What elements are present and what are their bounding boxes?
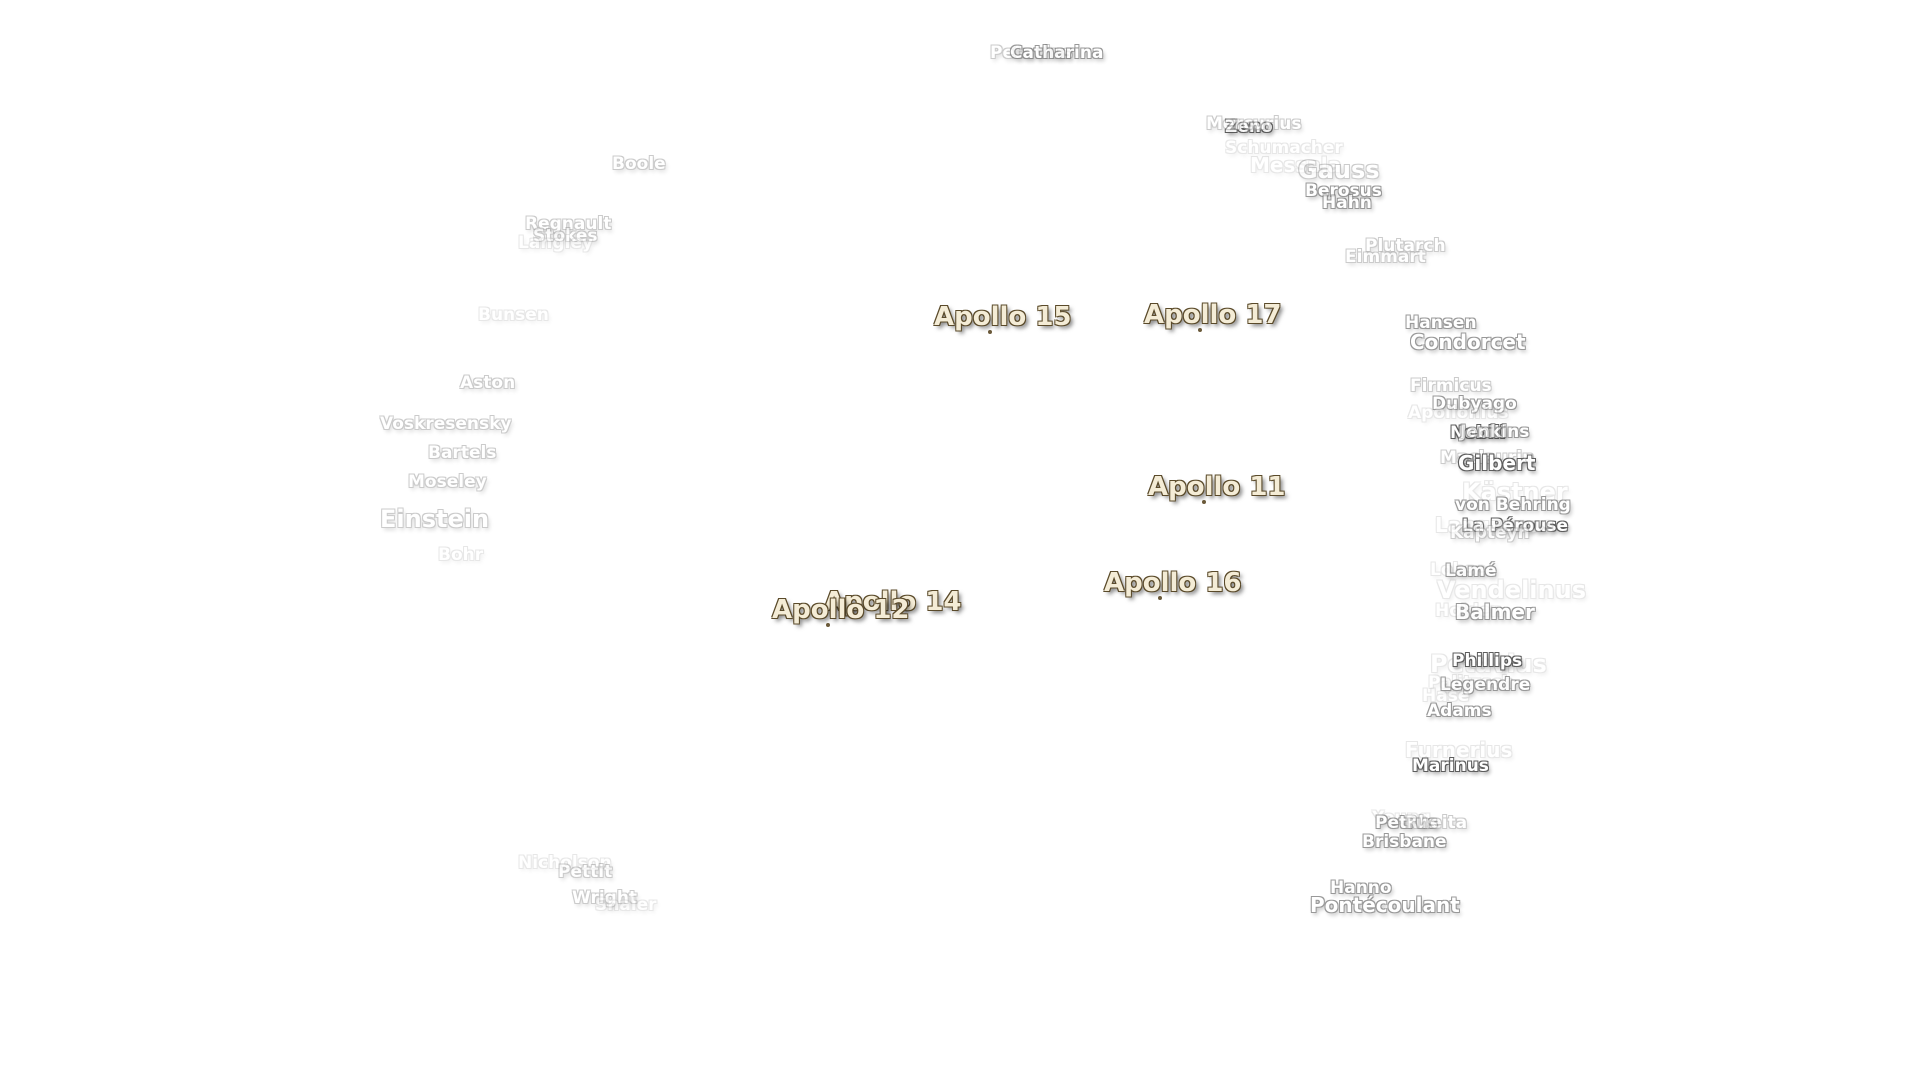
crater-label: Voskresensky xyxy=(380,414,512,434)
landing-site-marker xyxy=(1202,500,1206,504)
crater-label: Maclaurin xyxy=(1440,448,1535,468)
crater-label: Petrus xyxy=(1375,813,1438,833)
crater-label: La Pérouse xyxy=(1462,516,1569,536)
crater-label: Legendre xyxy=(1440,675,1531,695)
landing-site-label: Apollo 16 xyxy=(1104,568,1242,598)
crater-label: Firmicus xyxy=(1410,376,1492,396)
crater-label: Pettit xyxy=(558,862,613,882)
crater-label: Jenkins xyxy=(1460,422,1530,442)
crater-label: Hansen xyxy=(1405,313,1477,333)
crater-label: Regnault xyxy=(525,214,612,234)
crater-label: Bunsen xyxy=(478,305,549,325)
crater-label: Marinus xyxy=(1412,756,1489,776)
crater-label: Moseley xyxy=(408,472,487,492)
crater-label: Shaler xyxy=(595,895,657,915)
crater-label: Bartels xyxy=(428,443,497,463)
crater-label: Brisbane xyxy=(1362,832,1447,852)
landing-site-label: Apollo 17 xyxy=(1144,300,1282,330)
crater-label: Eimmart xyxy=(1345,247,1426,267)
landing-site-marker xyxy=(988,330,992,334)
crater-label: Holden xyxy=(1435,601,1503,621)
landing-site-label: Apollo 14 xyxy=(824,587,962,617)
landing-site-label: Apollo 15 xyxy=(934,302,1072,332)
crater-label: Mercurius xyxy=(1206,114,1302,134)
crater-label: Zeno xyxy=(1225,117,1273,137)
crater-label: Hase xyxy=(1422,686,1470,706)
crater-label: Gilbert xyxy=(1458,451,1536,475)
crater-label: Langley xyxy=(518,233,594,253)
landing-site-marker xyxy=(878,615,882,619)
crater-label: Vendelinus xyxy=(1437,576,1586,604)
crater-label: Lohse xyxy=(1430,560,1487,580)
crater-label: Kapteyn xyxy=(1450,523,1530,543)
crater-label: Apollonius xyxy=(1408,403,1509,423)
crater-label: Pontécoulant xyxy=(1310,893,1460,917)
crater-label: Gauss xyxy=(1298,156,1380,184)
crater-label: Phillips xyxy=(1452,651,1523,671)
crater-label: Langrenus xyxy=(1435,513,1554,537)
crater-label: Kästner xyxy=(1462,478,1568,506)
crater-label: von Behring xyxy=(1455,495,1571,515)
crater-label: Stokes xyxy=(533,226,598,246)
landing-site-marker xyxy=(1198,328,1202,332)
landing-site-marker xyxy=(826,623,830,627)
crater-label: Plutarch xyxy=(1365,236,1446,256)
crater-label: Petavius xyxy=(990,43,1073,63)
crater-label: Hanno xyxy=(1330,878,1392,898)
crater-label: Schumacher xyxy=(1225,138,1343,158)
crater-label: Furnerius xyxy=(1405,738,1513,762)
crater-label: Berosus xyxy=(1305,181,1382,201)
landing-site-label: Apollo 12 xyxy=(772,595,910,625)
crater-label: Einstein xyxy=(380,505,490,533)
crater-label: Lamé xyxy=(1445,561,1497,581)
crater-label: Young xyxy=(1372,808,1431,828)
landing-site-label: Apollo 11 xyxy=(1148,472,1286,502)
crater-label: Balmer xyxy=(1455,600,1535,624)
landing-site-marker xyxy=(1158,596,1162,600)
crater-label: Condorcet xyxy=(1410,330,1526,354)
crater-label: Boole xyxy=(612,154,666,174)
crater-label: Nobili xyxy=(1450,423,1506,443)
crater-label: Aston xyxy=(460,373,516,393)
crater-label: Petavius xyxy=(1430,650,1547,678)
crater-label: Dubyago xyxy=(1432,394,1517,414)
crater-label: Wright xyxy=(572,888,638,908)
crater-label: Palitzsch xyxy=(1428,673,1514,693)
crater-label: Nicholson xyxy=(518,853,612,873)
crater-label: Rheita xyxy=(1405,813,1468,833)
crater-label: Bohr xyxy=(438,545,484,565)
crater-label: Catharina xyxy=(1010,43,1104,63)
crater-label: Hahn xyxy=(1322,193,1372,213)
crater-label: Adams xyxy=(1427,701,1492,721)
crater-label: Messala xyxy=(1250,153,1342,177)
